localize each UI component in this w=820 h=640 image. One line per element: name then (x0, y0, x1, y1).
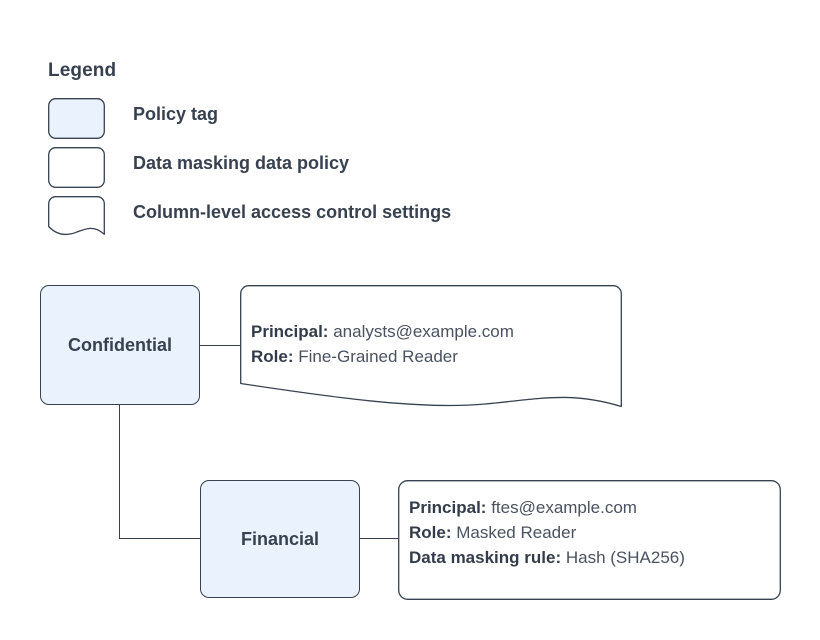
callout-row: Principal: analysts@example.com (251, 319, 514, 344)
callout-row-key: Role: (251, 347, 294, 366)
callout-shape-wavy (240, 285, 622, 408)
callout-shape-rect (398, 480, 781, 600)
legend-item-label-policy-tag: Policy tag (133, 104, 219, 124)
access-control-settings-swatch-icon (48, 196, 105, 236)
callout-row-value: Hash (SHA256) (565, 548, 685, 567)
edge-segment (200, 344, 240, 346)
callout-row-key: Principal: (251, 322, 329, 341)
callout-row-value: Fine-Grained Reader (298, 347, 458, 366)
callout-row: Role: Masked Reader (409, 520, 685, 545)
legend-item-label-access-control-settings: Column-level access control settings (133, 202, 452, 222)
callout-financial-rows: Principal: ftes@example.com Role: Masked… (409, 495, 685, 570)
policy-tag-swatch-icon (48, 98, 105, 139)
callout-row-value: analysts@example.com (333, 322, 514, 341)
callout-confidential-settings[interactable]: Principal: analysts@example.com Role: Fi… (240, 285, 624, 411)
callout-row-key: Principal: (409, 498, 487, 517)
legend-item-label-data-masking-policy: Data masking data policy (133, 153, 350, 173)
node-confidential[interactable]: Confidential (40, 285, 200, 405)
legend-title: Legend (48, 60, 117, 81)
edge-segment-horizontal (119, 537, 200, 539)
callout-row-key: Data masking rule: (409, 548, 562, 567)
node-financial[interactable]: Financial (200, 480, 360, 598)
callout-financial-settings[interactable]: Principal: ftes@example.com Role: Masked… (398, 480, 781, 600)
callout-confidential-rows: Principal: analysts@example.com Role: Fi… (251, 319, 514, 369)
callout-row: Principal: ftes@example.com (409, 495, 685, 520)
edge-segment (360, 538, 398, 540)
edge-segment-vertical (119, 405, 121, 539)
data-masking-policy-swatch-icon (48, 147, 105, 188)
callout-row: Role: Fine-Grained Reader (251, 344, 514, 369)
callout-row: Data masking rule: Hash (SHA256) (409, 545, 685, 570)
callout-row-value: ftes@example.com (491, 498, 637, 517)
callout-row-key: Role: (409, 523, 452, 542)
callout-row-value: Masked Reader (456, 523, 577, 542)
